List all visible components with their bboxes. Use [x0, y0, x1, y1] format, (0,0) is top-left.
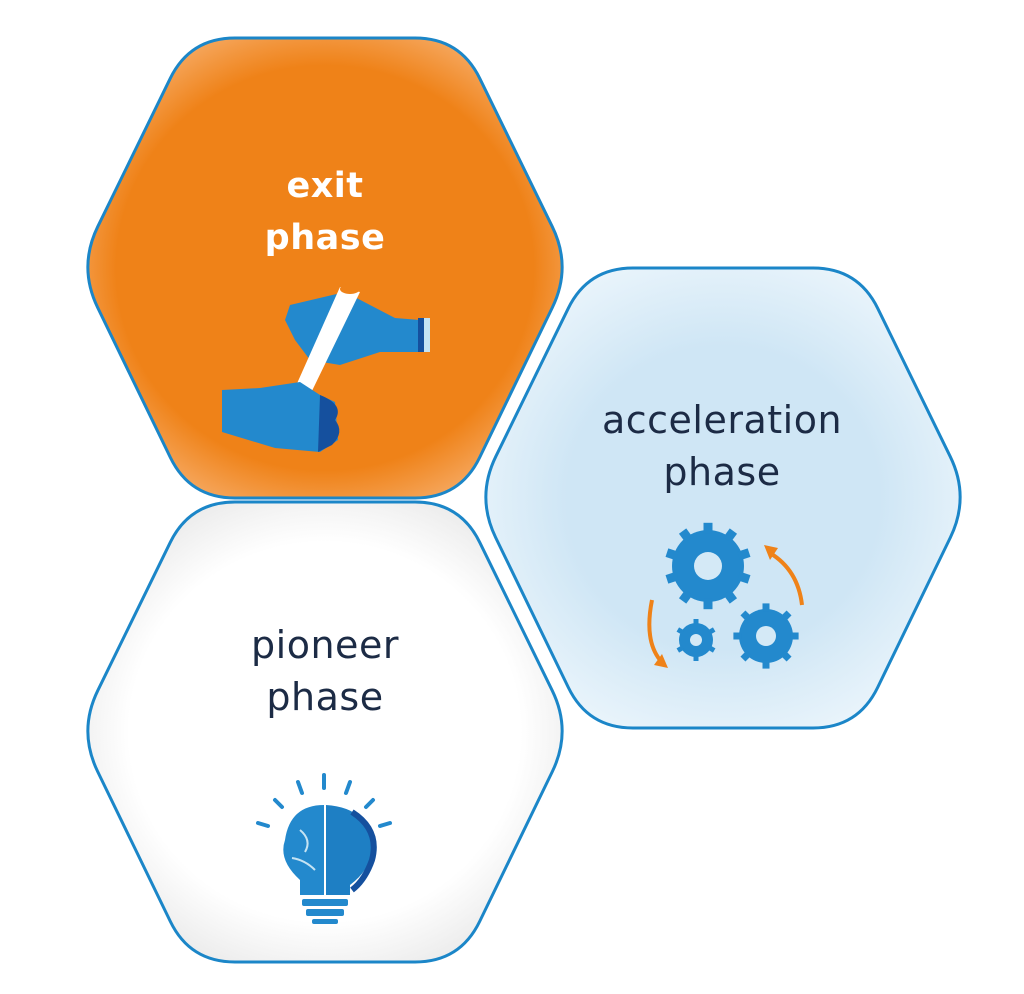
exit-phase-hexagon [86, 36, 564, 500]
gear-tooth [678, 589, 693, 604]
pioneer-phase-line1: pioneer [251, 623, 399, 667]
exit-phase-line1: exit [286, 166, 364, 206]
gear-tooth [665, 571, 679, 584]
exit-phase-line2: phase [264, 218, 386, 258]
acceleration-phase-line2: phase [663, 450, 781, 494]
gear-tooth [723, 528, 738, 543]
gear-tooth [703, 598, 713, 610]
gear-tooth [740, 650, 752, 662]
gear-tooth [665, 548, 679, 561]
gear-tooth [780, 650, 792, 662]
gear-tooth [737, 548, 751, 561]
gear-tooth [790, 632, 799, 640]
gear-tooth [737, 571, 751, 584]
brain-lightbulb-icon [256, 773, 392, 924]
acceleration-phase-hexagon [484, 266, 962, 730]
gear-tooth [740, 610, 752, 622]
pioneer-phase-hexagon [86, 500, 564, 964]
gear-tooth [676, 645, 685, 653]
gear-tooth [693, 619, 699, 625]
gear-tooth [707, 645, 716, 653]
gear-tooth [762, 603, 770, 612]
baton-handoff-icon [222, 284, 430, 452]
gear-tooth [676, 627, 685, 635]
exit-phase-label: exit phase [125, 160, 525, 264]
gear-tooth [780, 610, 792, 622]
pioneer-phase-label: pioneer phase [125, 619, 525, 723]
gear-tooth [703, 522, 713, 534]
gear-tooth [762, 660, 770, 669]
gear-tooth [693, 655, 699, 661]
acceleration-phase-line1: acceleration [601, 398, 843, 442]
gears-cycle-icon [647, 522, 804, 669]
gear-tooth [733, 632, 742, 640]
acceleration-phase-label: acceleration phase [522, 394, 922, 498]
gear-tooth [723, 589, 738, 604]
gear-tooth [678, 528, 693, 543]
gear-tooth [707, 627, 716, 635]
pioneer-phase-line2: phase [266, 675, 384, 719]
